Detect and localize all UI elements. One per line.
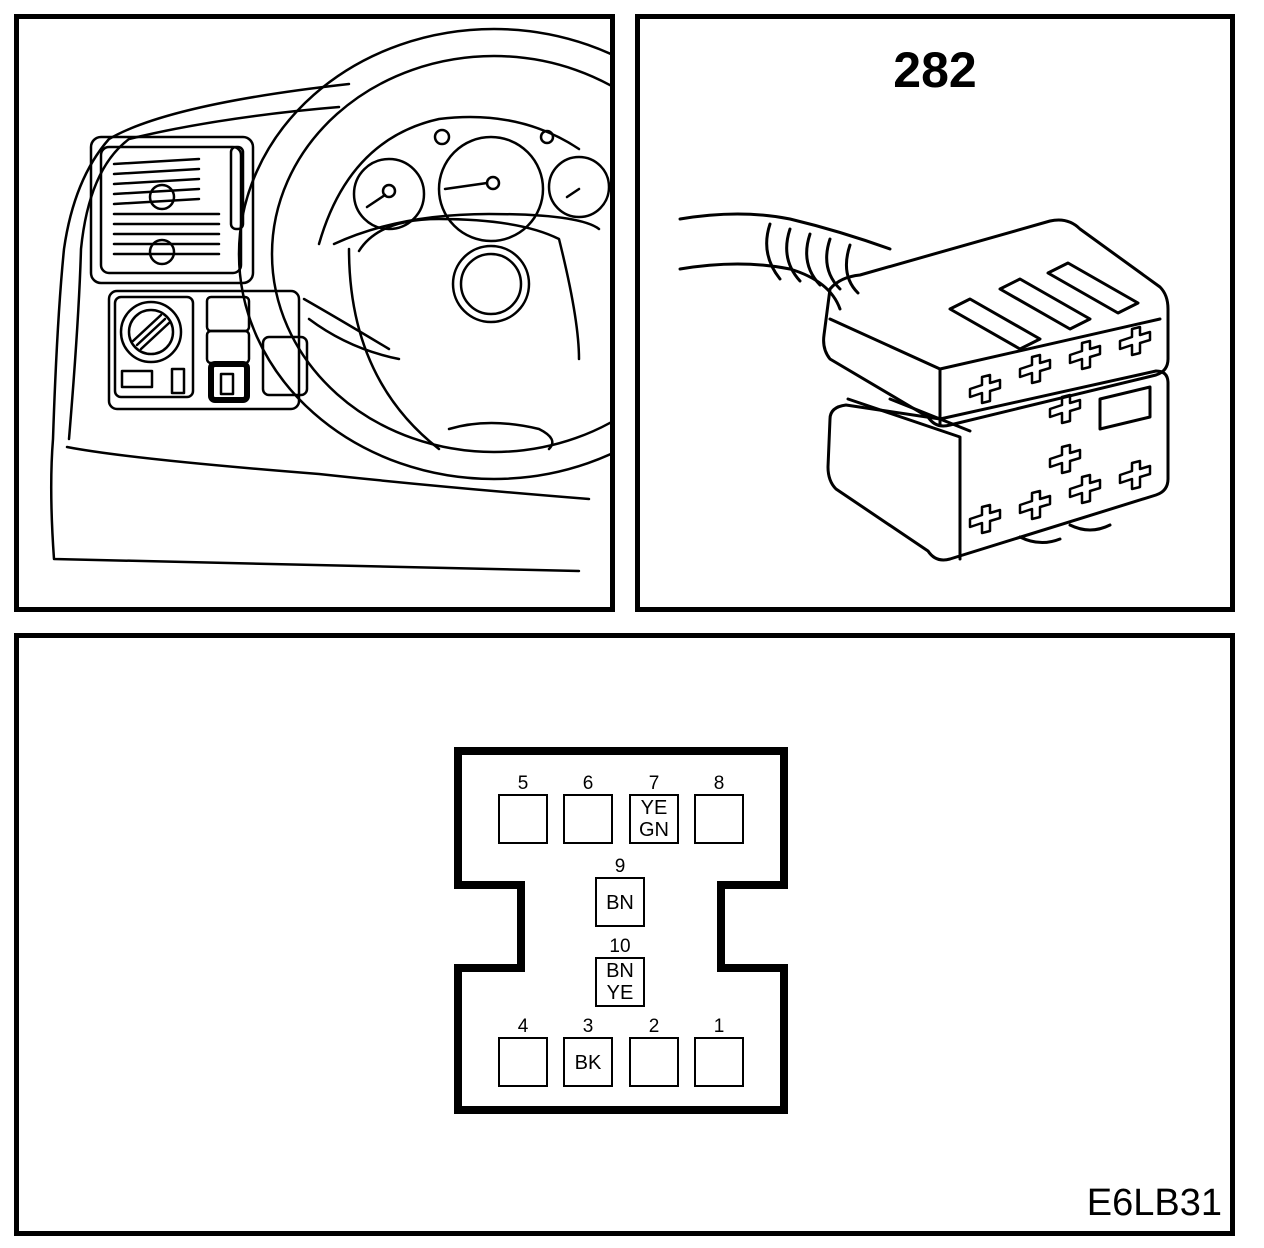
dashboard-illustration <box>49 27 610 573</box>
pin-number: 2 <box>649 1016 660 1037</box>
pin-cavity <box>629 1037 679 1087</box>
pin-number: 5 <box>518 773 529 794</box>
connector-panel: 282 <box>635 14 1235 612</box>
pin-cavity <box>498 794 548 844</box>
pin-cavity <box>694 1037 744 1087</box>
pin-cavity <box>563 1037 613 1087</box>
pin-cavity <box>595 877 645 927</box>
dashboard-location-panel <box>14 14 615 612</box>
wire-color: YE <box>607 982 634 1004</box>
wire-color: BN <box>606 892 634 914</box>
wire-color: GN <box>639 819 669 841</box>
pin-number: 7 <box>649 773 660 794</box>
wire-color: YE <box>641 797 668 819</box>
pin-cavity <box>498 1037 548 1087</box>
reference-code: E6LB31 <box>1086 1182 1222 1224</box>
pin-number: 1 <box>714 1016 725 1037</box>
pin-number: 3 <box>583 1016 594 1037</box>
pin-number: 10 <box>609 936 630 957</box>
pin-number: 8 <box>714 773 725 794</box>
pin-number: 4 <box>518 1016 529 1037</box>
connector-number: 282 <box>893 42 977 98</box>
connector-face-outline <box>454 747 788 1114</box>
pin-cavity <box>694 794 744 844</box>
pin-cavity <box>563 794 613 844</box>
pin-cavity <box>629 794 679 844</box>
pin-number: 9 <box>615 856 626 877</box>
pin-cavity <box>595 957 645 1007</box>
connector-illustration <box>678 212 1170 562</box>
wire-color: BN <box>606 960 634 982</box>
wire-color: BK <box>575 1052 602 1074</box>
pin-number: 6 <box>583 773 594 794</box>
